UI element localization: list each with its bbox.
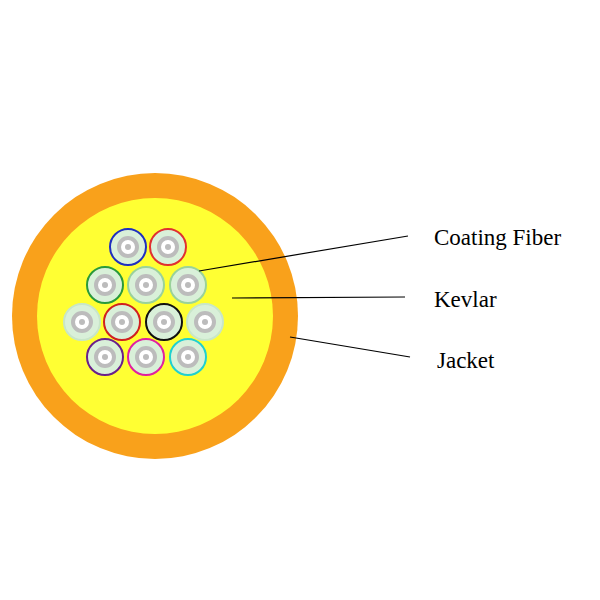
fiber-core	[185, 354, 191, 360]
leader-line	[290, 337, 410, 357]
fiber-coating	[170, 267, 206, 303]
fiber-cladding	[113, 313, 131, 331]
fiber-coating	[187, 304, 223, 340]
leader-line	[199, 236, 408, 271]
fiber-cladding	[96, 276, 114, 294]
fiber-group	[64, 229, 223, 375]
fiber-core	[202, 319, 208, 325]
fiber-cladding	[119, 238, 137, 256]
fiber-cladding	[155, 313, 173, 331]
fiber-core	[102, 282, 108, 288]
fiber-cladding	[137, 348, 155, 366]
fiber-coating	[104, 304, 140, 340]
fiber-coating	[87, 267, 123, 303]
leader-line	[232, 297, 405, 298]
jacket-layer	[12, 173, 298, 459]
fiber-core	[185, 282, 191, 288]
fiber-cladding	[196, 313, 214, 331]
part-label: Kevlar	[434, 287, 497, 312]
fiber-cladding	[179, 348, 197, 366]
fiber-cladding	[137, 276, 155, 294]
fiber-core	[102, 354, 108, 360]
fiber-core	[161, 319, 167, 325]
fiber-coating	[64, 304, 100, 340]
part-label: Jacket	[437, 348, 494, 373]
fiber-coating	[146, 304, 182, 340]
fiber-coating	[110, 229, 146, 265]
fiber-core	[125, 244, 131, 250]
fiber-core	[143, 282, 149, 288]
fiber-core	[119, 319, 125, 325]
fiber-cladding	[159, 238, 177, 256]
fiber-core	[143, 354, 149, 360]
part-label: Coating Fiber	[434, 225, 561, 250]
fiber-coating	[128, 267, 164, 303]
fiber-cladding	[96, 348, 114, 366]
fiber-cladding	[179, 276, 197, 294]
fiber-coating	[150, 229, 186, 265]
fiber-coating	[87, 339, 123, 375]
fiber-cladding	[73, 313, 91, 331]
fiber-core	[165, 244, 171, 250]
kevlar-layer	[37, 198, 273, 434]
fiber-coating	[128, 339, 164, 375]
fiber-coating	[170, 339, 206, 375]
fiber-core	[79, 319, 85, 325]
